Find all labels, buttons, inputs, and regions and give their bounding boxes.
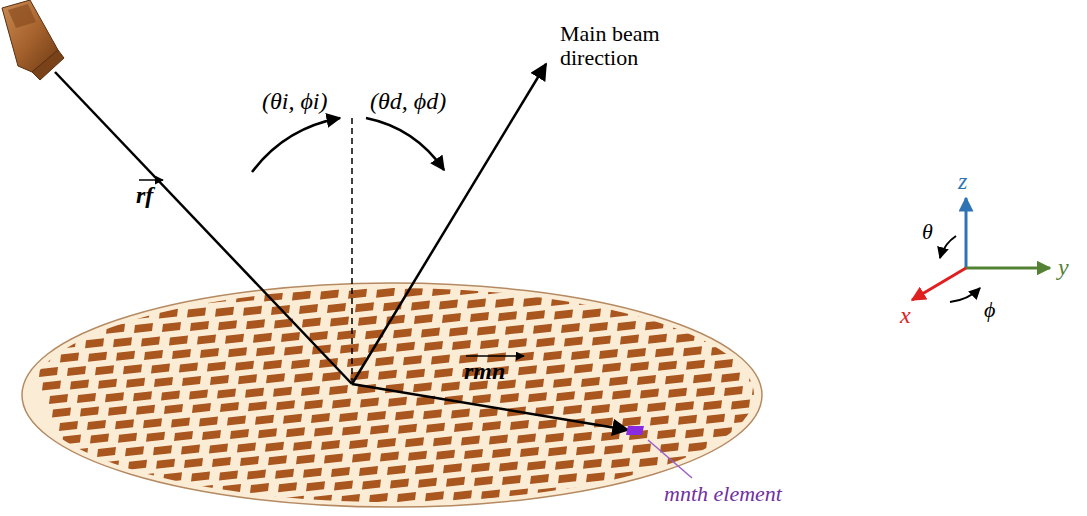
symbol-label: mnth element (664, 482, 782, 506)
symbol-label: (θi, ϕi) (262, 88, 328, 114)
symbol-label: rf (136, 182, 153, 208)
symbol-label: rmn (464, 358, 505, 384)
highlighted-element (626, 426, 644, 435)
beam-label: Main beam direction (560, 22, 730, 70)
axis-label: ϕ (984, 298, 995, 322)
patch-elements (9, 262, 864, 512)
axis-label: y (1058, 254, 1069, 280)
incident-ray (55, 72, 352, 384)
incidence-angle-arc (252, 118, 340, 172)
vector-overbar (139, 179, 163, 181)
main-beam-ray (352, 64, 546, 384)
departure-angle-arc (366, 118, 444, 170)
coordinate-axes (912, 198, 1050, 302)
surface-normal (351, 118, 353, 384)
axis-label: z (958, 168, 967, 194)
vector-overbar (466, 355, 524, 357)
axis-label: θ (922, 220, 933, 244)
symbol-label: (θd, ϕd) (370, 88, 446, 114)
element-leader-line (648, 440, 692, 478)
feed-horn (2, 0, 64, 80)
axis-label: x (900, 302, 911, 328)
element-position-vector (352, 384, 628, 430)
